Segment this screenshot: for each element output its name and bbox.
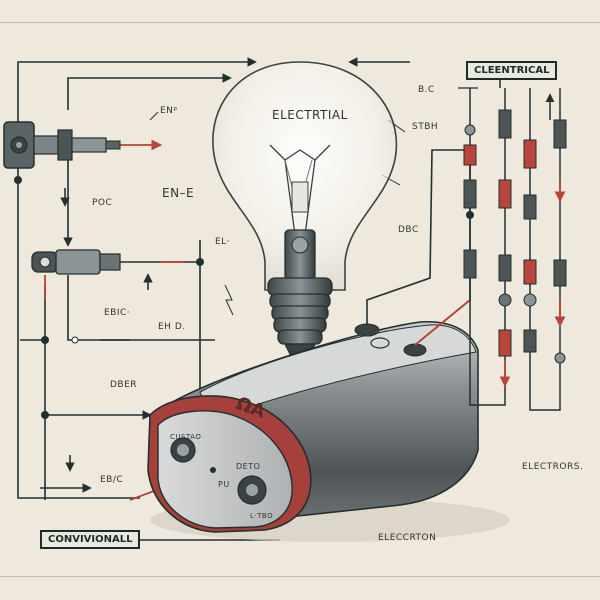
label-ebc: EB/C <box>100 475 124 485</box>
top-right-tag: CLEENTRICAL <box>466 61 558 80</box>
bulb-label: ELECTRTIAL <box>272 108 348 122</box>
label-electron: ELECCRTON <box>378 533 437 543</box>
label-el: EL· <box>215 237 231 247</box>
bottom-frame-line <box>0 576 600 577</box>
label-b-c: B.C <box>418 85 435 95</box>
label-ebic: EBIC· <box>104 308 131 318</box>
left-middle-component <box>31 249 121 275</box>
label-electrors: ELECTRORS. <box>522 462 584 472</box>
light-bulb <box>212 61 398 291</box>
label-dber: DBER <box>110 380 138 390</box>
battery-label-3: PU <box>218 480 230 489</box>
top-arrows <box>100 57 410 341</box>
right-components <box>463 109 567 364</box>
battery: ΩA <box>147 320 510 542</box>
center-red-wires <box>414 150 471 346</box>
battery-label-4: L·TBO <box>250 512 274 520</box>
label-stbh: STBH <box>412 122 439 132</box>
battery-label-1: CUSTAO <box>170 433 202 441</box>
left-switch-component <box>3 121 121 184</box>
top-frame-line <box>0 22 600 23</box>
label-dbc: DBC <box>398 225 419 235</box>
right-red-arrows <box>499 180 566 388</box>
label-eh-d: EH D. <box>158 322 186 332</box>
label-enp: ENᵖ <box>160 106 178 116</box>
battery-label-2: DETO <box>236 462 261 471</box>
bottom-left-tag: CONVIVIONALL <box>40 530 141 549</box>
label-en-e: EN–E <box>162 186 195 200</box>
left-nodes <box>41 258 204 419</box>
label-poc: POC <box>92 198 113 208</box>
